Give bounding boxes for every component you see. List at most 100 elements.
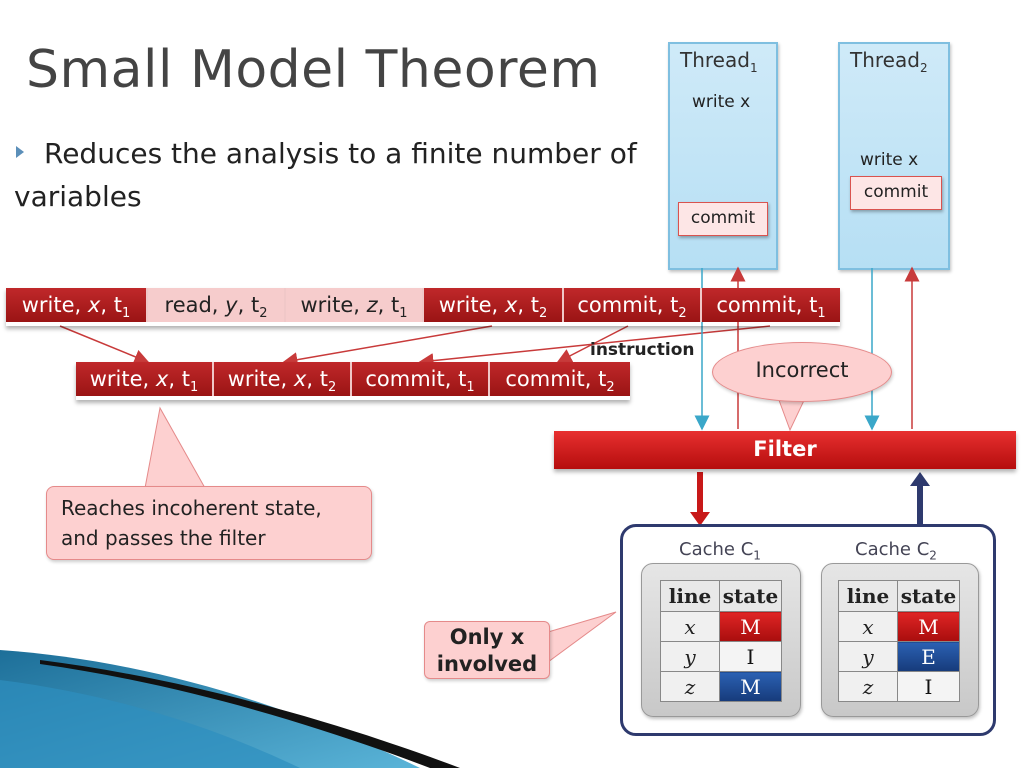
instr-op: read, — [164, 293, 219, 317]
table-row: z I — [838, 671, 960, 702]
reduced-thread: t — [458, 367, 467, 391]
state-cell: E — [897, 641, 960, 672]
state-cell: I — [719, 641, 782, 672]
col-line: line — [660, 580, 720, 612]
instr-thread: t — [530, 293, 539, 317]
instr-sub: 1 — [399, 306, 408, 322]
instr-cell: write, x, t1 — [6, 288, 148, 322]
instr-cell: write, x, t2 — [424, 288, 564, 322]
bullet-text: Reduces the analysis to a finite number … — [14, 137, 637, 213]
table-row: z M — [660, 671, 782, 702]
thread-1-title: Thread1 — [680, 48, 758, 75]
reduced-op: commit, — [505, 367, 592, 391]
filter-bar: Filter — [554, 431, 1016, 469]
thread-1-name: Thread — [680, 48, 750, 72]
col-state: state — [719, 580, 782, 612]
cache-1-name: Cache C — [679, 539, 754, 560]
col-line: line — [838, 580, 898, 612]
instr-cell: read, y, t2 — [148, 288, 286, 322]
reduced-thread: t — [181, 367, 190, 391]
table-row: y E — [838, 641, 960, 672]
thread-1-sub: 1 — [749, 61, 758, 75]
reduced-cell: commit, t1 — [352, 362, 490, 396]
line-cell: y — [660, 641, 720, 672]
instr-sub: 2 — [538, 306, 548, 322]
instr-thread: t — [809, 293, 818, 317]
bullet-arrow-icon — [16, 146, 24, 158]
reduced-sub: 1 — [189, 380, 199, 396]
corner-swoosh-decoration — [0, 650, 460, 768]
instr-cell: commit, t1 — [702, 288, 840, 322]
line-cell: x — [838, 611, 898, 642]
cache-2-panel: line state x M y E z I — [821, 563, 979, 717]
cache-2-sub: 2 — [929, 548, 937, 563]
cache-2-table: line state x M y E z I — [838, 580, 960, 702]
cache-1-table: line state x M y I z M — [660, 580, 782, 702]
thread-2-title: Thread2 — [850, 48, 928, 75]
instr-var: x — [87, 293, 101, 317]
instr-var: z — [366, 293, 378, 317]
table-header-row: line state — [660, 580, 782, 612]
col-state: state — [897, 580, 960, 612]
table-row: y I — [660, 641, 782, 672]
reduced-cell: write, x, t1 — [76, 362, 214, 396]
cache-container: Cache C1 Cache C2 line state x M y I z M — [620, 524, 996, 736]
cache-2-name: Cache C — [855, 539, 930, 560]
instr-op: commit, — [577, 293, 664, 317]
thread-1-box: Thread1 write x commit — [668, 42, 778, 270]
thread-2-box: Thread2 write x commit — [838, 42, 950, 270]
instr-op: write, — [21, 293, 82, 317]
cache-1-sub: 1 — [753, 548, 761, 563]
instr-thread: t — [113, 293, 122, 317]
state-cell: M — [897, 611, 960, 642]
instr-op: write, — [300, 293, 360, 317]
instr-sub: 1 — [121, 306, 131, 322]
reduced-op: write, — [89, 367, 150, 391]
reduced-sub: 2 — [606, 380, 615, 396]
thread-2-commit: commit — [850, 176, 942, 210]
instruction-label: instruction — [590, 340, 695, 360]
instr-thread: t — [670, 293, 679, 317]
instr-sub: 2 — [678, 306, 687, 322]
line-cell: z — [660, 671, 720, 702]
reaches-callout: Reaches incoherent state, and passes the… — [46, 486, 372, 560]
thread-2-name: Thread — [850, 48, 920, 72]
instruction-row: write, x, t1 read, y, t2 write, z, t1 wr… — [6, 288, 840, 326]
instr-cell: commit, t2 — [564, 288, 702, 322]
reduced-op: write, — [227, 367, 288, 391]
line-cell: x — [660, 611, 720, 642]
reduced-sub: 2 — [327, 380, 337, 396]
thread-1-commit: commit — [678, 202, 768, 236]
state-cell: M — [719, 611, 782, 642]
reduced-row: write, x, t1 write, x, t2 commit, t1 com… — [76, 362, 630, 400]
state-cell: I — [897, 671, 960, 702]
instr-var: x — [504, 293, 518, 317]
instr-thread: t — [391, 293, 400, 317]
instr-op: commit, — [716, 293, 803, 317]
reduced-cell: write, x, t2 — [214, 362, 352, 396]
cache-1-label: Cache C1 — [679, 539, 761, 563]
slide-title: Small Model Theorem — [26, 40, 601, 100]
instr-thread: t — [250, 293, 260, 317]
table-header-row: line state — [838, 580, 960, 612]
table-row: x M — [838, 611, 960, 642]
reduced-var: x — [293, 367, 307, 391]
instr-sub: 1 — [817, 306, 826, 322]
instr-cell: write, z, t1 — [286, 288, 424, 322]
instr-sub: 2 — [259, 306, 268, 322]
cache-1-panel: line state x M y I z M — [641, 563, 801, 717]
reduced-thread: t — [598, 367, 607, 391]
state-cell: M — [719, 671, 782, 702]
table-row: x M — [660, 611, 782, 642]
instr-op: write, — [438, 293, 499, 317]
reduced-op: commit, — [365, 367, 452, 391]
reduced-var: x — [155, 367, 169, 391]
incorrect-callout: Incorrect — [712, 342, 892, 402]
cache-2-label: Cache C2 — [855, 539, 937, 563]
line-cell: z — [838, 671, 898, 702]
reduced-sub: 1 — [466, 380, 475, 396]
instr-var: y — [225, 293, 238, 317]
thread-2-sub: 2 — [919, 61, 928, 75]
reduced-cell: commit, t2 — [490, 362, 630, 396]
thread-2-op: write x — [860, 150, 919, 170]
